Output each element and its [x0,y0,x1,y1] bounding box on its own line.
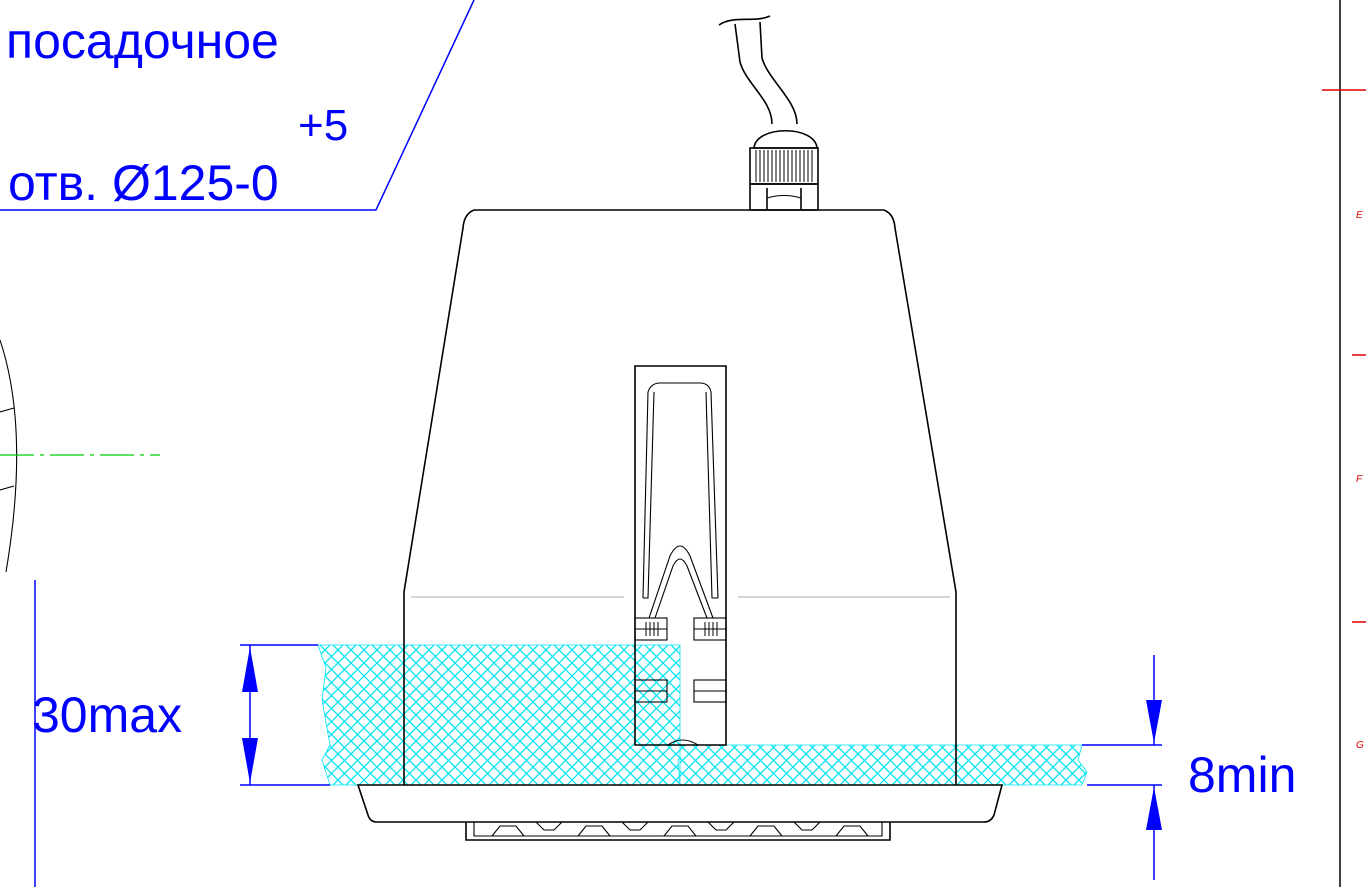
dimension-min-label: 8min [1188,747,1296,803]
cable [718,15,798,125]
speaker-bezel [356,784,1004,823]
speaker-grille [465,821,891,841]
zone-letter-e: E [1356,210,1363,221]
zone-letter-f: F [1356,474,1363,485]
ceiling-panel-thick-hatch [317,644,687,786]
speaker-housing [403,209,957,785]
note-line-1: посадочное [6,13,279,69]
cable-gland [749,130,819,211]
note-tolerance: +5 [298,101,348,150]
plan-view-partial [0,339,160,887]
spring-clip [634,365,727,746]
drawing-frame [1322,0,1366,887]
zone-letter-g: G [1356,740,1364,751]
note-line-3: отв. Ø125-0 [8,155,279,211]
dimension-max-label: 30max [32,687,182,743]
ceiling-panel-thin-hatch [679,744,1088,786]
dimension-thickness-max [240,644,330,786]
note-leader-frame [0,0,475,211]
dimension-thickness-min [1082,655,1162,880]
